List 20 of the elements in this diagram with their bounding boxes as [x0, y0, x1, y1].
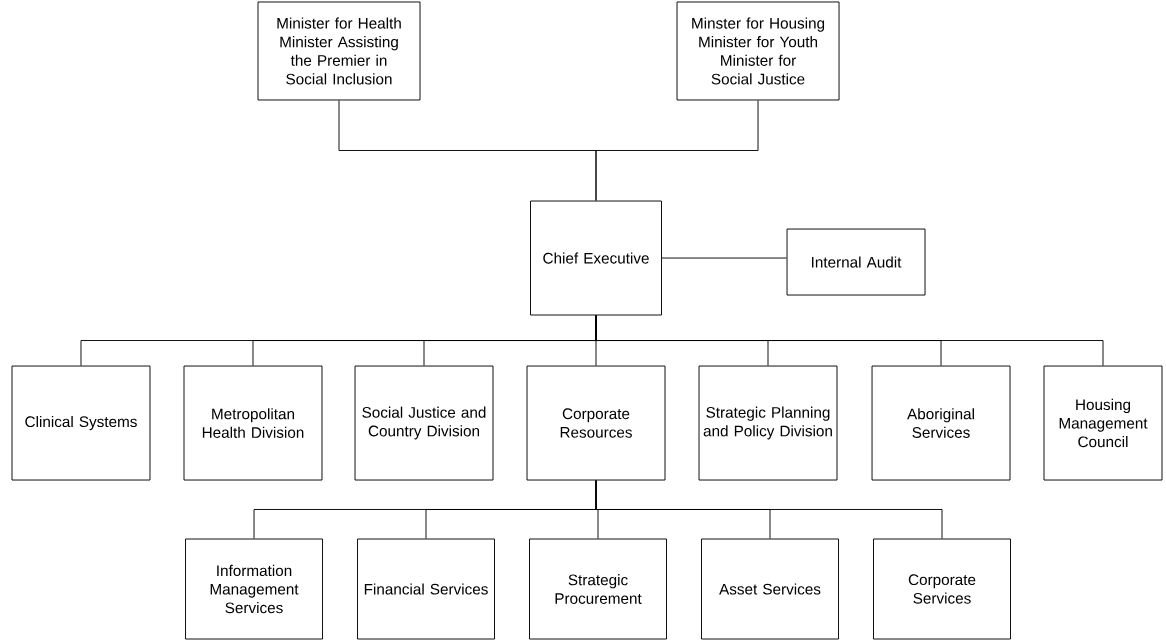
org-box: Housing Management Council	[1043, 365, 1163, 481]
org-box: Asset Services	[701, 538, 839, 640]
org-box: Minster for Housing Minister for Youth Minister for Social Justice	[676, 1, 840, 101]
connector-line	[661, 257, 788, 259]
connector-line	[595, 315, 1104, 367]
org-box: Financial Services	[357, 538, 495, 640]
org-box: Strategic Planning and Policy Division	[698, 365, 838, 481]
org-box: Corporate Resources	[526, 365, 666, 481]
org-box: Aboriginal Services	[871, 365, 1011, 481]
org-box: Corporate Services	[873, 538, 1011, 640]
org-box: Internal Audit	[786, 228, 926, 296]
connector-line	[595, 480, 943, 539]
org-box: Strategic Procurement	[529, 538, 667, 640]
org-box: Clinical Systems	[11, 365, 151, 481]
org-box: Metropolitan Health Division	[183, 365, 323, 481]
org-box: Minister for Health Minister Assisting the Premier in Social Inclusion	[257, 1, 421, 101]
org-box: Chief Executive	[530, 200, 662, 316]
connector-line	[595, 100, 759, 202]
org-box: Social Justice and Country Division	[354, 365, 494, 481]
org-box: Information Management Services	[185, 538, 323, 640]
